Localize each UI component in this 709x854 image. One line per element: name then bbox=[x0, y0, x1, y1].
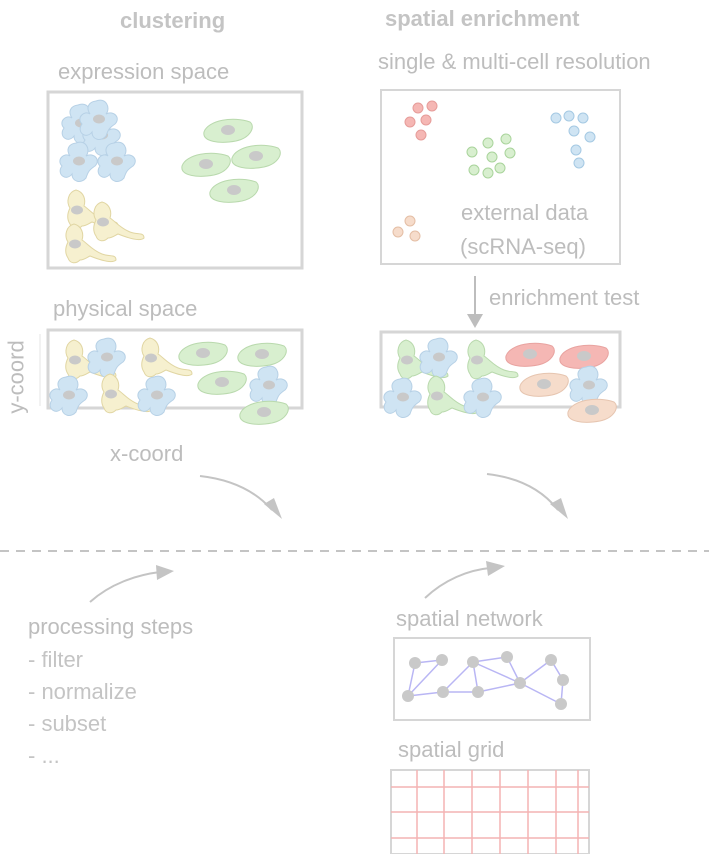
curved-arrow-head bbox=[264, 498, 282, 519]
processing-step: - ... bbox=[28, 743, 60, 768]
blue-dot-cluster bbox=[550, 110, 596, 169]
spatial-grid-label: spatial grid bbox=[398, 737, 505, 762]
peach-dot-cluster bbox=[392, 215, 421, 242]
x-coord-label: x-coord bbox=[110, 441, 184, 466]
network-nodes bbox=[402, 651, 569, 710]
curved-arrow-head bbox=[156, 565, 174, 580]
curved-arrow-icon bbox=[424, 567, 491, 599]
y-coord-label: y-coord bbox=[3, 340, 29, 414]
red-dot-cluster bbox=[404, 100, 438, 141]
spatial-enrichment-header: spatial enrichment bbox=[385, 6, 580, 31]
enrichment-test-label: enrichment test bbox=[489, 285, 640, 310]
processing-steps-list: - filter - normalize - subset - ... bbox=[28, 644, 137, 772]
processing-step: - subset bbox=[28, 711, 107, 736]
processing-step: - filter bbox=[28, 647, 83, 672]
expression-space-label: expression space bbox=[58, 59, 230, 84]
external-data-label: external data bbox=[461, 200, 589, 225]
curved-arrow-icon bbox=[89, 571, 161, 603]
scrna-seq-label: (scRNA-seq) bbox=[460, 234, 586, 259]
processing-steps-title: processing steps bbox=[28, 614, 194, 639]
single-multi-cell-label: single & multi-cell resolution bbox=[378, 49, 651, 74]
down-arrow-icon bbox=[467, 276, 483, 328]
curved-arrow-head bbox=[550, 498, 568, 519]
spatial-network-label: spatial network bbox=[396, 606, 543, 631]
physical-space-label: physical space bbox=[53, 296, 198, 321]
curved-arrow-icon bbox=[199, 475, 273, 511]
clustering-header: clustering bbox=[120, 8, 226, 33]
spatial-grid bbox=[390, 769, 590, 854]
processing-step: - normalize bbox=[28, 679, 137, 704]
curved-arrow-icon bbox=[486, 473, 559, 511]
green-dot-cluster bbox=[466, 133, 516, 179]
curved-arrow-head bbox=[486, 561, 505, 576]
